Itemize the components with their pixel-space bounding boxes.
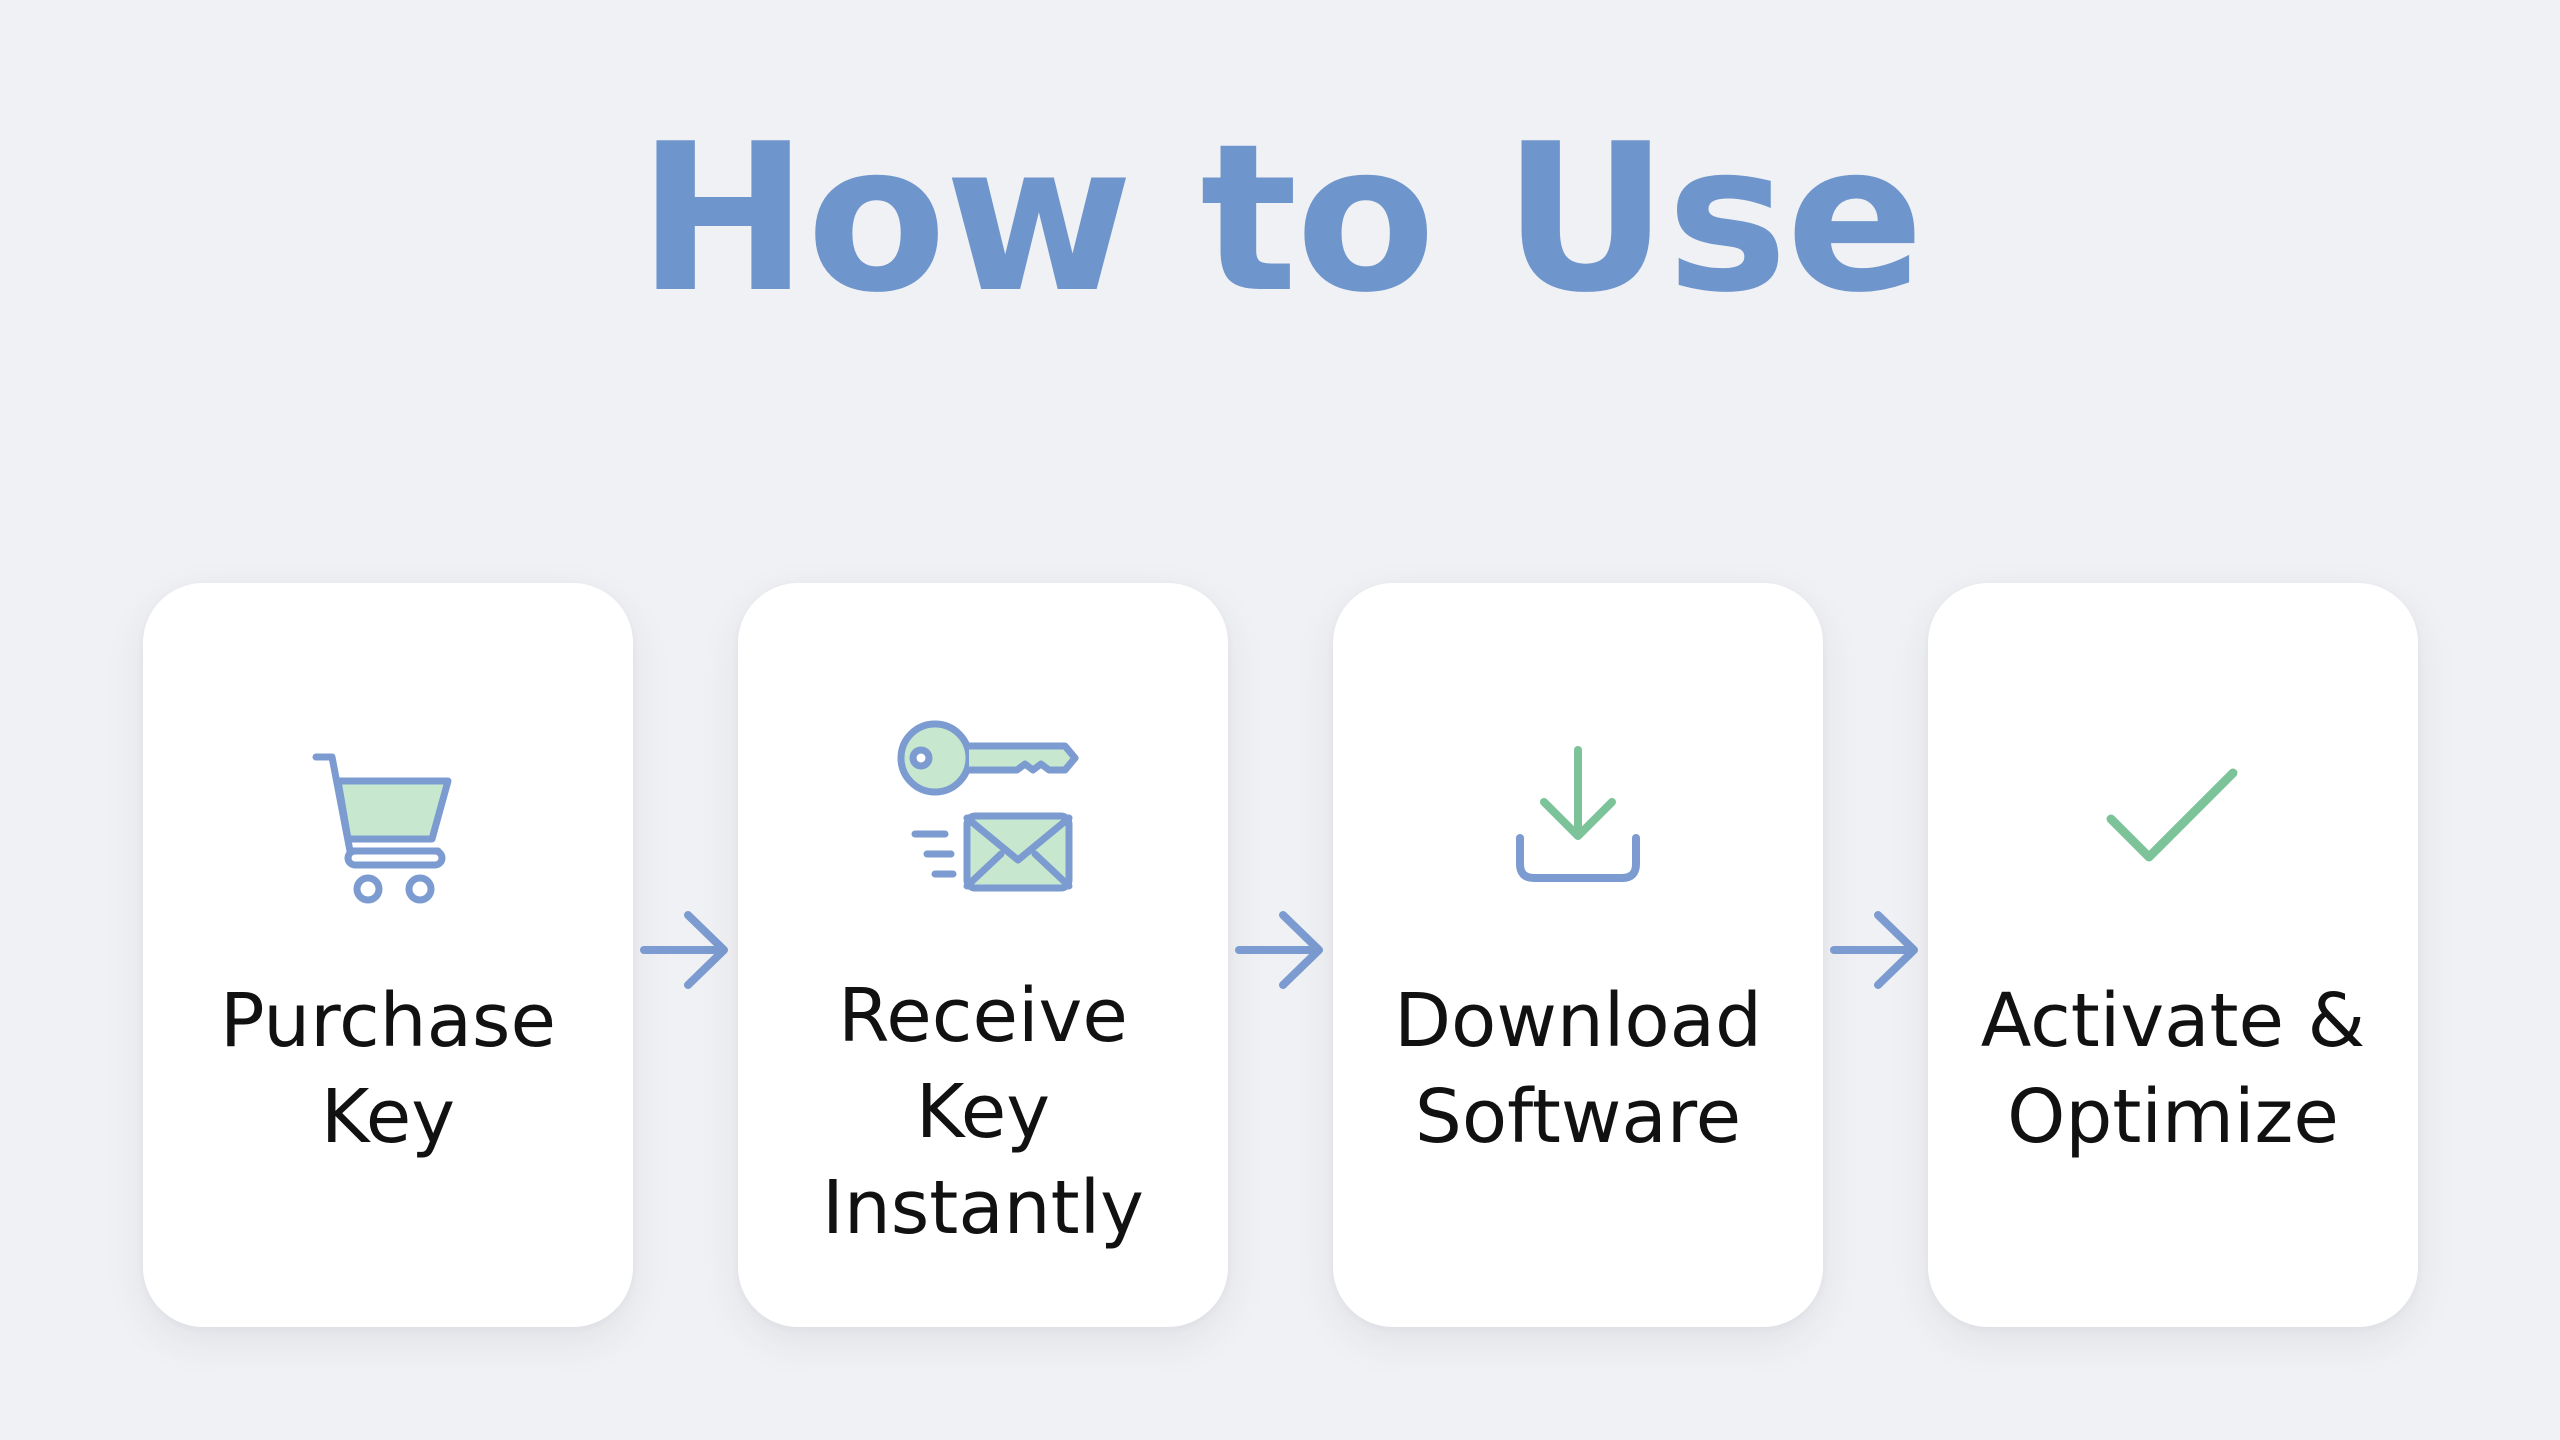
shopping-cart-icon <box>288 723 488 923</box>
key-envelope-icon <box>873 708 1093 938</box>
step-card-receive-key: Receive Key Instantly <box>738 583 1228 1327</box>
arrow-right-icon <box>1233 905 1329 995</box>
page-title: How to Use <box>637 101 1924 338</box>
step-card-download-software: Download Software <box>1333 583 1823 1327</box>
step-card-activate-optimize: Activate & Optimize <box>1928 583 2418 1327</box>
step-label: Receive Key Instantly <box>822 973 1144 1251</box>
checkmark-icon <box>2073 723 2273 923</box>
download-icon <box>1478 728 1678 928</box>
step-label: Purchase Key <box>219 978 557 1160</box>
step-label: Download Software <box>1394 978 1762 1160</box>
step-label: Activate & Optimize <box>1980 978 2366 1160</box>
arrow-right-icon <box>1828 905 1924 995</box>
arrow-right-icon <box>638 905 734 995</box>
step-card-purchase-key: Purchase Key <box>143 583 633 1327</box>
